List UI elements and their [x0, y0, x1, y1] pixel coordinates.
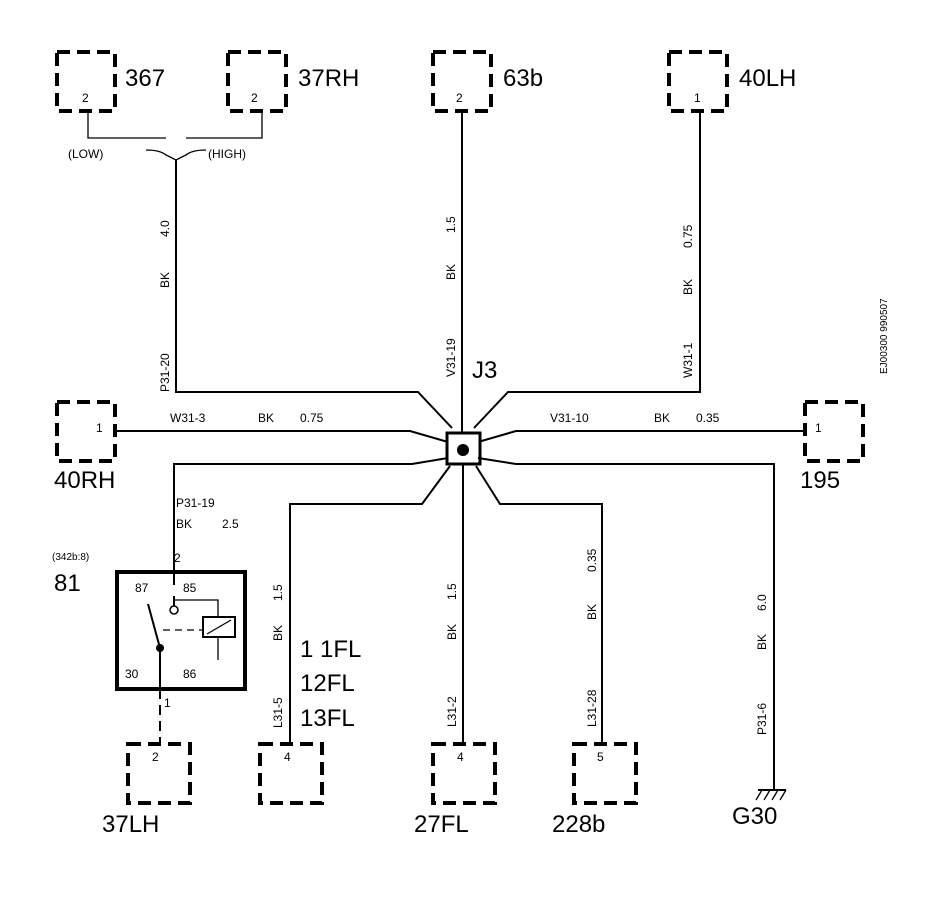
wire-relay-37lh: 1: [159, 689, 171, 745]
svg-text:0.75: 0.75: [300, 411, 324, 425]
svg-text:228b: 228b: [552, 811, 605, 838]
svg-text:27FL: 27FL: [414, 811, 469, 838]
wire-p31-19: P31-19 BK 2.5: [173, 457, 449, 585]
connector-27fl: 4 27FL: [414, 742, 497, 838]
svg-text:12FL: 12FL: [300, 670, 355, 697]
connector-11fl-12fl-13fl: 1 1FL 12FL 13FL 4: [258, 636, 361, 805]
svg-text:86: 86: [183, 667, 197, 681]
svg-text:1.5: 1.5: [444, 216, 458, 233]
svg-text:2: 2: [174, 551, 181, 565]
svg-text:W31-1: W31-1: [681, 342, 695, 378]
svg-text:BK: BK: [654, 411, 670, 425]
svg-text:(342b:8): (342b:8): [52, 552, 89, 563]
svg-text:4: 4: [457, 750, 464, 764]
connector-40lh: 1 40LH: [667, 50, 796, 113]
svg-text:37RH: 37RH: [298, 65, 359, 92]
connector-228b: 5 228b: [552, 742, 638, 838]
svg-text:40LH: 40LH: [739, 65, 796, 92]
svg-text:(LOW): (LOW): [68, 147, 103, 161]
svg-text:367: 367: [125, 65, 165, 92]
connector-40rh: 1 40RH: [54, 400, 117, 494]
svg-text:BK: BK: [258, 411, 274, 425]
svg-text:BK: BK: [271, 625, 285, 641]
svg-text:0.35: 0.35: [585, 548, 599, 572]
svg-text:13FL: 13FL: [300, 705, 355, 732]
svg-text:5: 5: [597, 750, 604, 764]
svg-text:P31-19: P31-19: [176, 496, 215, 510]
svg-text:0.75: 0.75: [681, 224, 695, 248]
svg-text:BK: BK: [445, 624, 459, 640]
svg-text:V31-10: V31-10: [550, 411, 589, 425]
ground-symbol: G30: [732, 789, 787, 830]
junction-label: J3: [472, 357, 497, 384]
connector-63b: 2 63b: [431, 50, 543, 113]
svg-text:1.5: 1.5: [445, 583, 459, 600]
splice-low-high: (LOW) (HIGH): [68, 111, 263, 161]
wire-l31-5: 1.5 BK L31-5: [271, 465, 451, 745]
wire-w31-3: W31-3 BK 0.75: [115, 411, 449, 443]
svg-text:1.5: 1.5: [271, 584, 285, 601]
svg-text:63b: 63b: [503, 65, 543, 92]
wire-v31-10: V31-10 BK 0.35: [477, 411, 805, 443]
svg-text:L31-2: L31-2: [445, 696, 459, 727]
svg-text:P31-6: P31-6: [755, 703, 769, 735]
svg-text:0.35: 0.35: [696, 411, 720, 425]
svg-text:W31-3: W31-3: [170, 411, 206, 425]
wire-p31-6: 6.0 BK P31-6: [477, 457, 775, 790]
svg-text:(HIGH): (HIGH): [208, 147, 246, 161]
junction-j3: [445, 431, 482, 466]
svg-text:P31-20: P31-20: [158, 353, 172, 392]
wire-w31-1: 0.75 BK W31-1: [473, 111, 701, 429]
svg-text:37LH: 37LH: [102, 811, 159, 838]
svg-text:BK: BK: [585, 604, 599, 620]
svg-text:BK: BK: [681, 279, 695, 295]
svg-text:87: 87: [135, 581, 149, 595]
svg-text:195: 195: [800, 467, 840, 494]
svg-text:1: 1: [815, 421, 822, 435]
svg-text:6.0: 6.0: [755, 594, 769, 611]
wire-p31-20: 4.0 BK P31-20: [158, 160, 453, 429]
svg-text:BK: BK: [176, 517, 192, 531]
svg-text:1 1FL: 1 1FL: [300, 636, 361, 663]
svg-text:1: 1: [164, 696, 171, 710]
svg-text:L31-28: L31-28: [585, 689, 599, 727]
svg-text:2: 2: [251, 91, 258, 105]
svg-text:30: 30: [125, 667, 139, 681]
svg-text:81: 81: [54, 570, 81, 597]
svg-text:BK: BK: [444, 264, 458, 280]
svg-text:G30: G30: [732, 803, 777, 830]
svg-text:1: 1: [694, 91, 701, 105]
svg-text:2: 2: [82, 91, 89, 105]
svg-text:BK: BK: [158, 272, 172, 288]
svg-text:85: 85: [183, 581, 197, 595]
svg-text:2.5: 2.5: [222, 517, 239, 531]
svg-text:V31-19: V31-19: [444, 338, 458, 377]
wire-v31-19: 1.5 BK V31-19: [444, 111, 463, 432]
svg-text:L31-5: L31-5: [271, 697, 285, 728]
connector-367: 2 367: [55, 50, 165, 113]
svg-text:4.0: 4.0: [158, 220, 172, 237]
svg-text:4: 4: [284, 750, 291, 764]
svg-text:2: 2: [456, 91, 463, 105]
svg-text:BK: BK: [755, 634, 769, 650]
svg-text:40RH: 40RH: [54, 467, 115, 494]
relay-81: (342b:8) 81 2 87 85 30 86: [52, 551, 247, 691]
wire-l31-2: 1.5 BK L31-2: [445, 464, 464, 745]
connector-195: 1 195: [800, 400, 865, 494]
svg-text:1: 1: [96, 421, 103, 435]
document-id: EJ00300 990507: [879, 298, 890, 374]
wire-l31-28: 0.35 BK L31-28: [475, 465, 603, 745]
connector-37lh: 2 37LH: [102, 742, 192, 838]
svg-text:2: 2: [152, 750, 159, 764]
connector-37rh: 2 37RH: [226, 50, 359, 113]
